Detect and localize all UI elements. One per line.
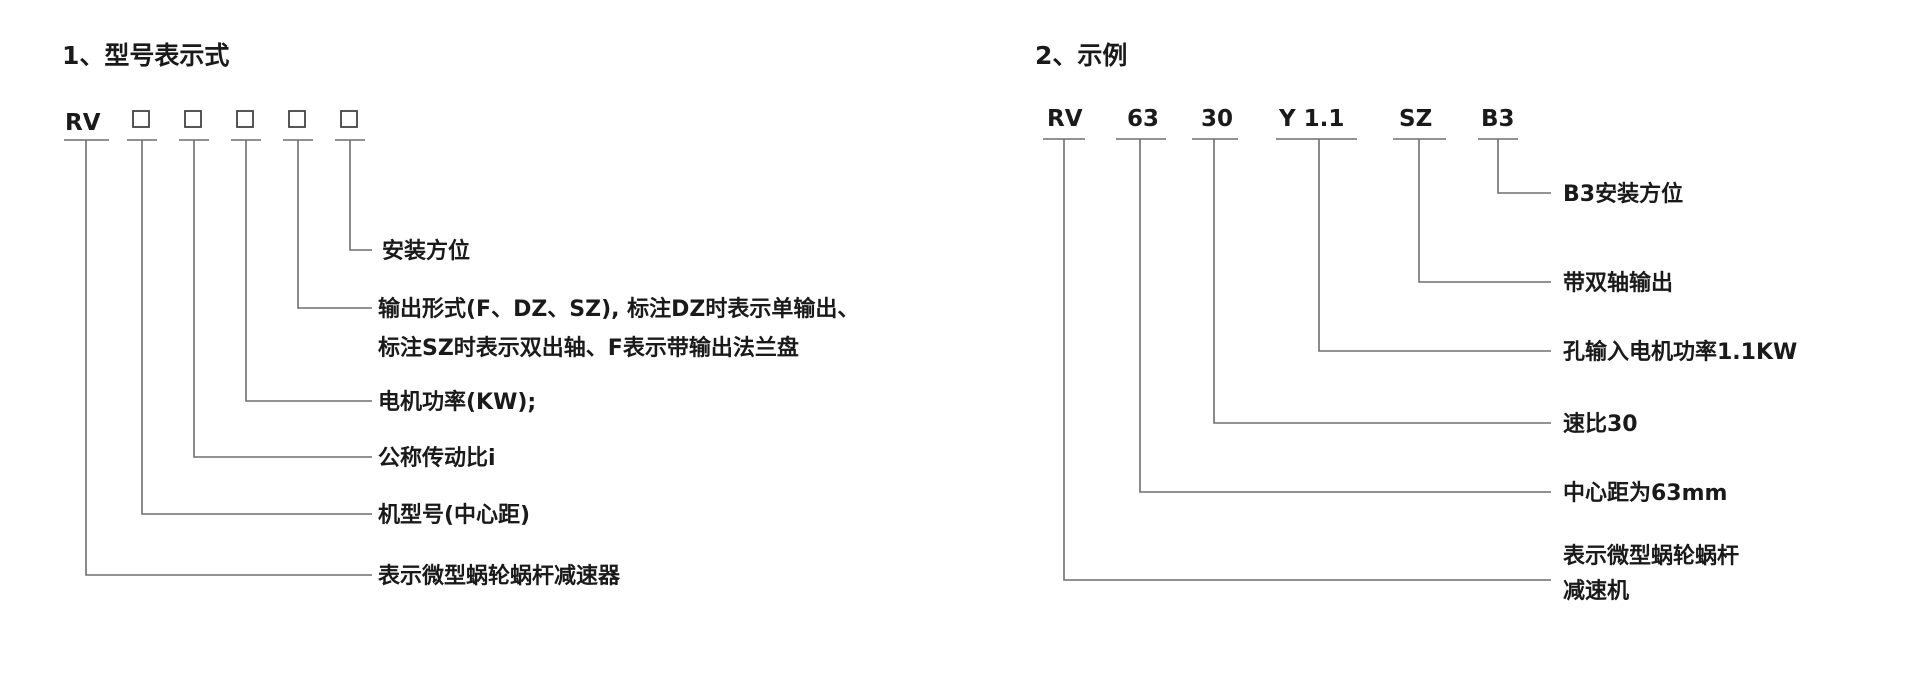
leader-line-example-shaft xyxy=(1418,139,1551,283)
label-output-form-line1: 输出形式(F、DZ、SZ), 标注DZ时表示单输出、 xyxy=(378,296,859,322)
right-section-title: 2、示例 xyxy=(1035,41,1127,70)
label-example-series-line1: 表示微型蜗轮蜗杆 xyxy=(1563,543,1739,569)
example-code-shaft: SZ xyxy=(1399,106,1432,132)
leader-line-ratio xyxy=(193,140,372,458)
placeholder-box-1 xyxy=(132,110,150,128)
placeholder-box-2 xyxy=(184,110,202,128)
leader-line-example-mount xyxy=(1497,139,1551,194)
leader-line-motor-power xyxy=(245,140,372,402)
leader-line-example-size xyxy=(1139,139,1551,493)
placeholder-box-4 xyxy=(288,110,306,128)
label-output-form-line2: 标注SZ时表示双出轴、F表示带输出法兰盘 xyxy=(378,335,799,361)
leader-line-example-power xyxy=(1318,139,1551,352)
leader-line-example-series xyxy=(1063,139,1551,581)
prefix-rv: RV xyxy=(65,110,101,136)
label-example-power: 孔输入电机功率1.1KW xyxy=(1563,339,1797,365)
left-section-title: 1、型号表示式 xyxy=(62,41,229,70)
example-code-ratio: 30 xyxy=(1201,106,1233,132)
label-example-series-line2: 减速机 xyxy=(1563,578,1629,604)
leader-line-example-ratio xyxy=(1213,139,1551,424)
label-example-mount: B3安装方位 xyxy=(1563,181,1683,207)
example-code-rv: RV xyxy=(1047,106,1083,132)
leader-line-series xyxy=(85,140,372,576)
label-motor-power: 电机功率(KW); xyxy=(378,389,536,415)
example-code-size: 63 xyxy=(1127,106,1159,132)
placeholder-box-3 xyxy=(236,110,254,128)
label-example-size: 中心距为63mm xyxy=(1563,481,1727,506)
leader-line-mounting xyxy=(349,140,372,251)
leader-line-output-form xyxy=(297,140,372,309)
label-mounting: 安装方位 xyxy=(382,238,470,264)
label-ratio: 公称传动比i xyxy=(378,445,496,471)
placeholder-box-5 xyxy=(340,110,358,128)
label-example-shaft: 带双轴输出 xyxy=(1563,270,1673,296)
leader-line-frame-size xyxy=(141,140,372,515)
example-code-mount: B3 xyxy=(1481,106,1515,132)
example-code-power: Y 1.1 xyxy=(1278,106,1344,132)
label-series: 表示微型蜗轮蜗杆减速器 xyxy=(378,563,621,589)
label-frame-size: 机型号(中心距) xyxy=(378,503,530,528)
label-example-ratio: 速比30 xyxy=(1563,411,1638,437)
